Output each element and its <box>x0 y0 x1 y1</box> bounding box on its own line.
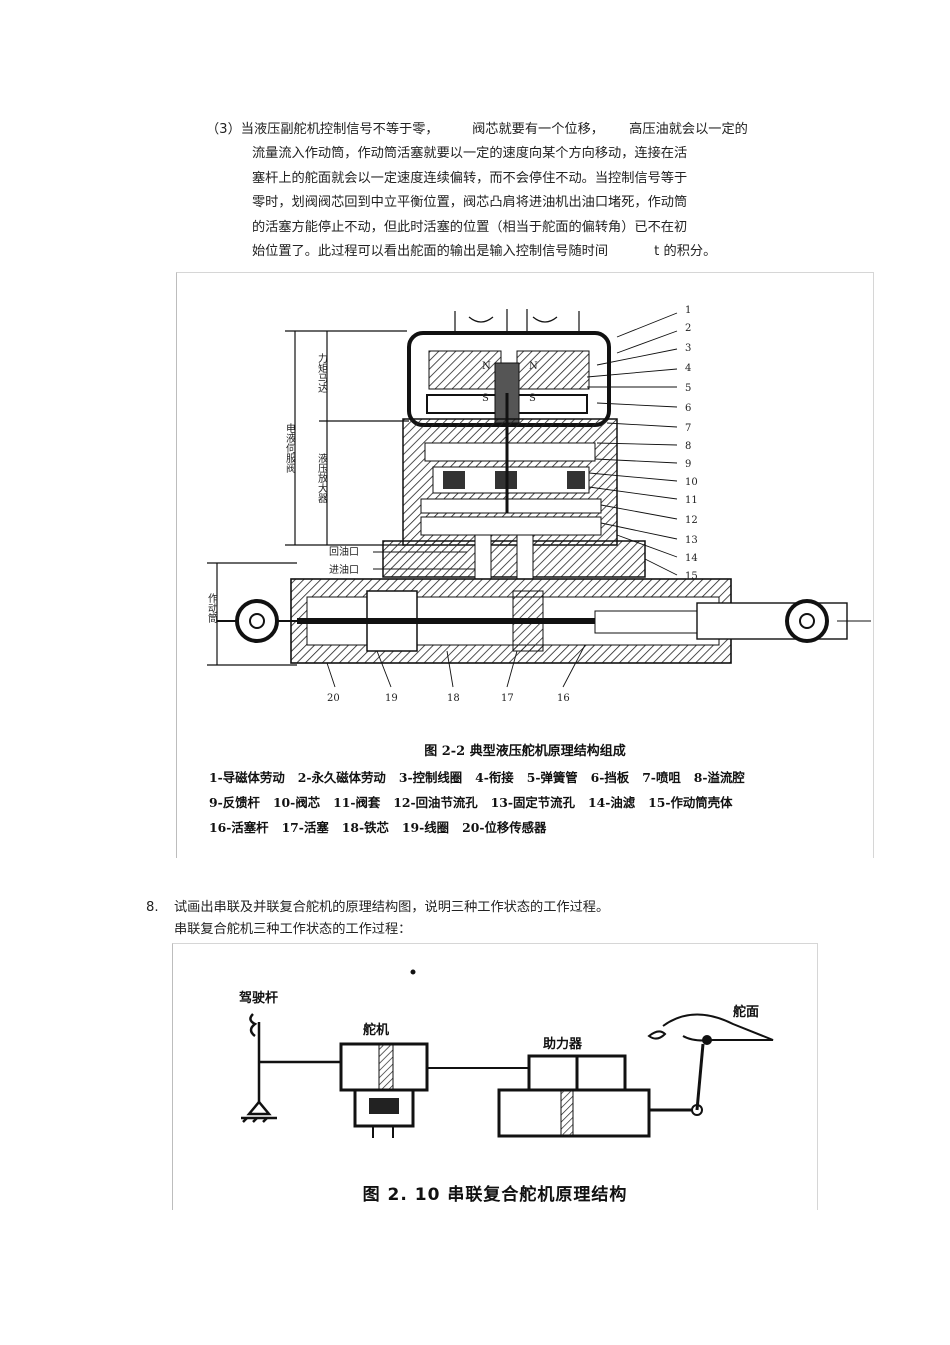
legend-item: 2-永久磁体劳动 <box>297 770 386 785</box>
callout-19: 19 <box>385 693 398 704</box>
callout-10: 10 <box>685 477 698 488</box>
label-actuator: 作动筒 <box>206 593 218 624</box>
figure2-caption: 图 2. 10 串联复合舵机原理结构 <box>362 1185 628 1205</box>
legend-item: 4-衔接 <box>475 770 514 785</box>
legend-item: 13-固定节流孔 <box>490 795 575 810</box>
figure-hydraulic-servo: 电液伺服阀 力矩马达 液压放大器 作动筒 S S N N <box>176 272 874 858</box>
legend-item: 9-反馈杆 <box>209 795 260 810</box>
servo-block <box>339 1042 529 1138</box>
callout-14: 14 <box>685 553 698 564</box>
label-inlet-port: 进油口 <box>329 563 359 576</box>
legend-item: 1-导磁体劳动 <box>209 770 285 785</box>
legend-item: 15-作动筒壳体 <box>648 795 733 810</box>
callout-5: 5 <box>685 383 691 394</box>
actuator-cylinder <box>217 578 871 664</box>
svg-text:S: S <box>529 393 536 404</box>
label-servo: 舵机 <box>363 1022 389 1038</box>
manifold-block <box>382 540 646 578</box>
dimension-lines <box>207 330 409 666</box>
callout-16: 16 <box>557 693 570 704</box>
bottom-callouts: 20 19 18 17 16 <box>327 693 570 704</box>
callout-8: 8 <box>685 441 691 452</box>
legend-item: 19-线圈 <box>401 820 450 835</box>
callout-18: 18 <box>447 693 460 704</box>
label-surface: 舵面 <box>733 1004 759 1020</box>
series-servo-drawing: 驾驶杆 舵机 助力器 舵面 <box>239 969 774 1138</box>
top-arrows <box>454 309 580 331</box>
label-return-port: 回油口 <box>329 545 359 558</box>
callout-2: 2 <box>685 323 691 334</box>
legend-item: 8-溢流腔 <box>693 770 745 785</box>
callout-20: 20 <box>327 693 340 704</box>
label-stick: 驾驶杆 <box>239 990 278 1006</box>
legend-item: 20-位移传感器 <box>462 820 547 835</box>
callout-6: 6 <box>685 403 691 414</box>
paragraph-line: 流量流入作动筒，作动筒活塞就要以一定的速度向某个方向移动，连接在活 <box>252 146 688 162</box>
paragraph-line: 的活塞方能停止不动，但此时活塞的位置（相当于舵面的偏转角）已不在初 <box>252 219 688 235</box>
label-hydraulic-amp: 液压放大器 <box>316 452 328 504</box>
legend-item: 17-活塞 <box>281 820 329 835</box>
callout-11: 11 <box>685 495 698 506</box>
legend-item: 12-回油节流孔 <box>393 795 478 810</box>
callout-12: 12 <box>685 515 698 526</box>
svg-text:N: N <box>482 361 491 372</box>
torque-motor-housing: S S N N <box>407 331 611 427</box>
paragraph-line: （3）当液压副舵机控制信号不等于零， 阀芯就要有一个位移， 高压油就会以一定的 <box>206 122 748 137</box>
legend-item: 16-活塞杆 <box>209 820 269 835</box>
legend-item: 6-挡板 <box>590 770 630 785</box>
callout-15: 15 <box>685 571 698 582</box>
right-callout-leaders <box>586 312 678 576</box>
paragraph-line: 塞杆上的舵面就会以一定速度连续偏转，而不会停住不动。当控制信号等于 <box>252 170 688 186</box>
label-electro-servo: 电液伺服阀 <box>284 422 296 474</box>
svg-text:N: N <box>529 361 538 372</box>
legend-item: 7-喷咀 <box>642 770 681 785</box>
figure1-caption: 图 2-2 典型液压舵机原理结构组成 <box>424 744 626 759</box>
callout-13: 13 <box>685 535 698 546</box>
figure1-legend: 1-导磁体劳动 2-永久磁体劳动 3-控制线圈 4-衔接 5-弹簧管 6-挡板 … <box>209 765 869 840</box>
hydraulic-amplifier <box>402 393 618 546</box>
question-text: 试画出串联及并联复合舵机的原理结构图，说明三种工作状态的工作过程。 <box>174 900 610 915</box>
hydraulic-servo-drawing: 电液伺服阀 力矩马达 液压放大器 作动筒 S S N N <box>206 305 871 704</box>
callout-3: 3 <box>685 343 691 354</box>
question-8-subtext: 串联复合舵机三种工作状态的工作过程： <box>174 922 412 937</box>
legend-row: 1-导磁体劳动 2-永久磁体劳动 3-控制线圈 4-衔接 5-弹簧管 6-挡板 … <box>209 765 869 790</box>
label-torque-motor: 力矩马达 <box>316 352 328 393</box>
legend-item: 18-铁芯 <box>341 820 389 835</box>
control-stick <box>241 1013 343 1123</box>
callout-9: 9 <box>685 459 691 470</box>
control-surface <box>410 969 774 1045</box>
legend-row: 16-活塞杆 17-活塞 18-铁芯 19-线圈 20-位移传感器 <box>209 815 869 840</box>
callout-17: 17 <box>501 693 514 704</box>
legend-item: 3-控制线圈 <box>398 770 463 785</box>
legend-item: 5-弹簧管 <box>526 770 578 785</box>
callout-7: 7 <box>685 423 691 434</box>
booster-block <box>497 1043 705 1138</box>
question-8: 8. 试画出串联及并联复合舵机的原理结构图，说明三种工作状态的工作过程。 <box>146 896 609 915</box>
bottom-callout-leaders <box>326 644 586 688</box>
svg-text:S: S <box>482 393 489 404</box>
label-booster: 助力器 <box>543 1036 583 1052</box>
callout-1: 1 <box>685 305 691 316</box>
paragraph-3: （3）当液压副舵机控制信号不等于零， 阀芯就要有一个位移， 高压油就会以一定的 … <box>206 118 806 264</box>
paragraph-line: 始位置了。此过程可以看出舵面的输出是输入控制信号随时间 t 的积分。 <box>252 244 717 260</box>
figure-series-servo: 驾驶杆 舵机 助力器 舵面 <box>172 943 818 1210</box>
legend-item: 10-阀芯 <box>272 795 321 810</box>
legend-item: 11-阀套 <box>333 795 381 810</box>
legend-row: 9-反馈杆 10-阀芯 11-阀套 12-回油节流孔 13-固定节流孔 14-油… <box>209 790 869 815</box>
paragraph-line: 零时，划阀阀芯回到中立平衡位置，阀芯凸肩将进油机出油口堵死，作动筒 <box>252 195 688 211</box>
question-number: 8. <box>146 900 159 915</box>
right-callouts: 1 2 3 4 5 6 7 8 9 10 11 12 13 14 15 <box>685 305 698 582</box>
callout-4: 4 <box>685 363 691 374</box>
legend-item: 14-油滤 <box>587 795 636 810</box>
